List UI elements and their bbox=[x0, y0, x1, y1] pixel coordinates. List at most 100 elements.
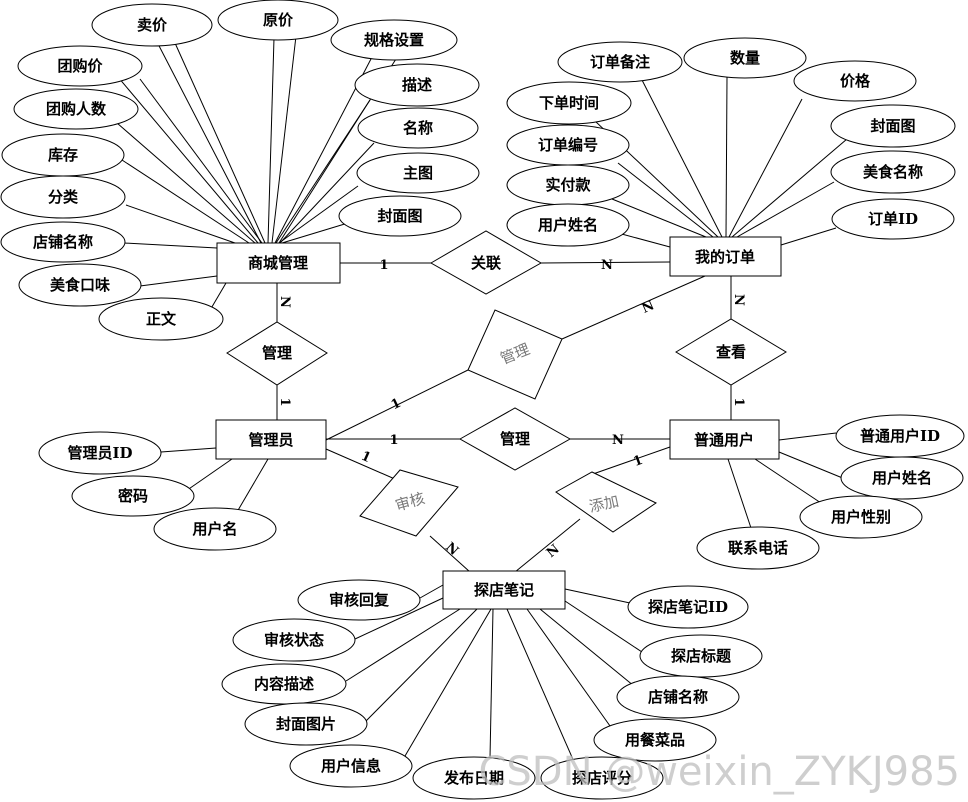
svg-text:美食名称: 美食名称 bbox=[863, 163, 923, 181]
cardinality-add-user: 1 bbox=[631, 453, 645, 470]
attribute-note-audit-status: 审核状态 bbox=[232, 618, 356, 662]
attribute-order-remark: 订单备注 bbox=[557, 41, 683, 83]
attribute-shop-group-price: 团购价 bbox=[17, 45, 143, 87]
svg-text:名称: 名称 bbox=[403, 119, 433, 137]
cardinality-view-order: N bbox=[731, 294, 746, 306]
relationship-add: 添加 bbox=[555, 471, 657, 533]
svg-text:审核回复: 审核回复 bbox=[329, 591, 390, 609]
svg-text:封面图: 封面图 bbox=[870, 117, 915, 135]
svg-text:关联: 关联 bbox=[471, 254, 502, 272]
cardinality-manage-order-admin: 1 bbox=[389, 396, 404, 413]
entity-order: 我的订单 bbox=[669, 236, 782, 277]
svg-text:用户名: 用户名 bbox=[192, 520, 237, 538]
attribute-order-id: 订单ID bbox=[831, 198, 955, 240]
entity-admin: 管理员 bbox=[215, 419, 327, 460]
svg-text:描述: 描述 bbox=[402, 76, 432, 94]
attribute-note-title: 探店标题 bbox=[639, 634, 763, 678]
svg-text:主图: 主图 bbox=[403, 164, 433, 182]
svg-text:下单时间: 下单时间 bbox=[539, 94, 599, 112]
attribute-order-cover: 封面图 bbox=[830, 104, 956, 148]
connector-lines bbox=[116, 35, 848, 765]
svg-text:规格设置: 规格设置 bbox=[364, 31, 424, 49]
svg-text:原价: 原价 bbox=[263, 11, 294, 29]
attribute-admin-username: 用户名 bbox=[153, 507, 277, 551]
attribute-shop-category: 分类 bbox=[0, 175, 126, 219]
relationship-audit: 审核 bbox=[359, 469, 459, 537]
attribute-shop-stock: 库存 bbox=[1, 133, 125, 177]
attribute-shop-main-image: 主图 bbox=[356, 152, 480, 194]
svg-text:用户姓名: 用户姓名 bbox=[538, 216, 598, 234]
attribute-shop-desc: 描述 bbox=[354, 63, 480, 107]
attribute-user-gender: 用户性别 bbox=[799, 495, 923, 539]
attribute-note-store-name: 店铺名称 bbox=[616, 675, 740, 719]
svg-text:内容描述: 内容描述 bbox=[254, 675, 314, 693]
attribute-user-id: 普通用户ID bbox=[835, 414, 965, 458]
svg-text:美食口味: 美食口味 bbox=[50, 276, 110, 294]
svg-text:普通用户ID: 普通用户ID bbox=[860, 427, 940, 445]
attribute-note-audit-reply: 审核回复 bbox=[297, 579, 421, 621]
svg-text:团购价: 团购价 bbox=[57, 57, 103, 75]
entity-shop: 商城管理 bbox=[216, 242, 341, 284]
svg-text:密码: 密码 bbox=[118, 487, 148, 505]
svg-text:联系电话: 联系电话 bbox=[728, 539, 788, 557]
svg-text:管理员: 管理员 bbox=[248, 431, 293, 449]
svg-text:实付款: 实付款 bbox=[545, 176, 591, 194]
svg-text:订单编号: 订单编号 bbox=[538, 136, 598, 154]
cardinality-manage-shop-shop: N bbox=[277, 296, 292, 308]
svg-text:普通用户: 普通用户 bbox=[694, 431, 754, 449]
svg-text:管理员ID: 管理员ID bbox=[67, 444, 132, 462]
svg-text:我的订单: 我的订单 bbox=[695, 248, 755, 266]
attribute-note-content-desc: 内容描述 bbox=[221, 663, 347, 705]
attribute-order-time: 下单时间 bbox=[506, 81, 632, 125]
attribute-note-publish-date: 发布日期 bbox=[412, 756, 536, 800]
svg-text:用餐菜品: 用餐菜品 bbox=[625, 731, 685, 749]
cardinality-manage-shop-admin: 1 bbox=[277, 397, 292, 406]
attribute-user-phone: 联系电话 bbox=[696, 526, 820, 570]
attribute-note-id: 探店笔记ID bbox=[627, 585, 749, 629]
attribute-note-dishes: 用餐菜品 bbox=[593, 718, 717, 762]
attribute-admin-id: 管理员ID bbox=[38, 431, 162, 475]
attribute-shop-content: 正文 bbox=[98, 297, 224, 341]
attribute-shop-original-price: 原价 bbox=[217, 0, 339, 41]
svg-text:用户性别: 用户性别 bbox=[831, 508, 891, 526]
svg-text:正文: 正文 bbox=[146, 310, 177, 328]
attribute-note-rating: 探店评分 bbox=[540, 756, 664, 800]
attribute-order-number: 订单编号 bbox=[506, 124, 630, 166]
svg-text:库存: 库存 bbox=[48, 146, 78, 164]
svg-text:分类: 分类 bbox=[48, 188, 79, 206]
relationship-view: 查看 bbox=[675, 318, 787, 386]
svg-text:发布日期: 发布日期 bbox=[443, 769, 504, 787]
attribute-order-user-name: 用户姓名 bbox=[506, 203, 630, 247]
attribute-order-price: 价格 bbox=[793, 60, 917, 102]
svg-text:添加: 添加 bbox=[587, 492, 620, 516]
svg-text:审核状态: 审核状态 bbox=[264, 631, 324, 649]
attribute-shop-store-name: 店铺名称 bbox=[0, 221, 126, 263]
attribute-shop-name: 名称 bbox=[357, 107, 479, 149]
cardinality-manage-user-admin: 1 bbox=[389, 433, 398, 448]
svg-text:卖价: 卖价 bbox=[137, 16, 168, 34]
svg-text:管理: 管理 bbox=[500, 430, 530, 448]
attribute-shop-flavor: 美食口味 bbox=[18, 263, 142, 307]
svg-text:用户姓名: 用户姓名 bbox=[872, 469, 932, 487]
attribute-shop-spec: 规格设置 bbox=[330, 19, 458, 61]
csdn-watermark: CSDN @weixin_ZYKJ985 bbox=[478, 749, 960, 795]
svg-text:用户信息: 用户信息 bbox=[321, 757, 381, 775]
svg-text:订单ID: 订单ID bbox=[868, 210, 918, 228]
svg-text:探店笔记ID: 探店笔记ID bbox=[648, 598, 728, 616]
svg-text:价格: 价格 bbox=[840, 72, 871, 90]
cardinality-audit-note: N bbox=[442, 540, 461, 559]
svg-text:查看: 查看 bbox=[716, 343, 746, 361]
attribute-order-food-name: 美食名称 bbox=[830, 150, 956, 194]
svg-text:商城管理: 商城管理 bbox=[248, 254, 308, 272]
svg-text:订单备注: 订单备注 bbox=[590, 53, 650, 71]
cardinality-audit-admin: 1 bbox=[359, 449, 373, 466]
svg-text:店铺名称: 店铺名称 bbox=[648, 688, 708, 706]
cardinality-add-note: N bbox=[544, 542, 563, 561]
entity-user: 普通用户 bbox=[669, 419, 780, 460]
svg-text:探店笔记: 探店笔记 bbox=[474, 581, 534, 599]
attribute-note-cover-image: 封面图片 bbox=[244, 702, 368, 746]
svg-text:封面图片: 封面图片 bbox=[276, 715, 336, 733]
svg-text:店铺名称: 店铺名称 bbox=[33, 233, 93, 251]
relationship-manage-user: 管理 bbox=[458, 407, 572, 471]
